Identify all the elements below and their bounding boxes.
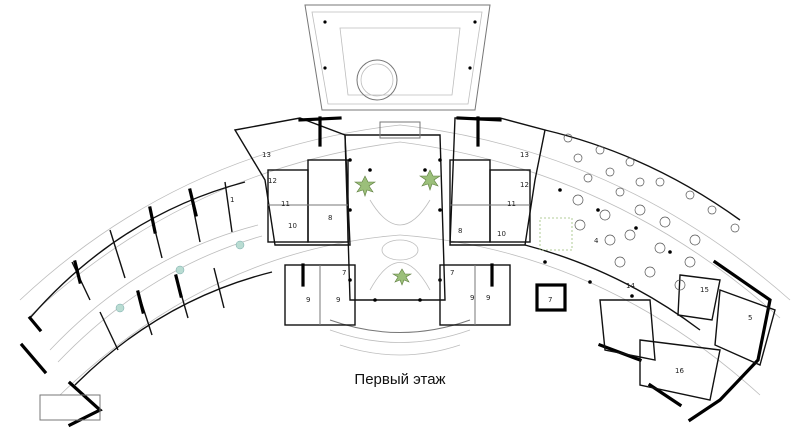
room-labels: 13 12 11 10 8 7 9 9 13 12 11 10 8 7 9 9 … (230, 151, 752, 375)
room-label-10-right: 10 (497, 230, 506, 238)
right-inner-block (439, 116, 546, 326)
room-label-9b-right: 9 (486, 294, 490, 302)
left-inner-block (233, 116, 356, 326)
room-label-8-left: 8 (328, 214, 332, 222)
room-label-12-left: 12 (268, 177, 277, 185)
right-restaurant-wing (524, 129, 776, 423)
room-label-9b-left: 9 (336, 296, 340, 304)
room-label-11-right: 11 (507, 200, 516, 208)
room-label-11-left: 11 (281, 200, 290, 208)
room-label-7-east: 7 (548, 296, 552, 304)
room-label-9a-left: 9 (306, 296, 310, 304)
room-label-14: 14 (626, 282, 635, 290)
floor-caption: Первый этаж (354, 371, 446, 388)
room-label-1: 1 (230, 196, 234, 204)
room-label-4: 4 (594, 237, 599, 245)
room-label-16: 16 (675, 367, 684, 375)
room-label-7-right: 7 (450, 269, 454, 277)
entrance-forecourt (304, 4, 491, 111)
room-label-13-right: 13 (520, 151, 529, 159)
room-label-12-right: 12 (520, 181, 529, 189)
room-label-8-right: 8 (458, 227, 462, 235)
left-room-wing (19, 181, 273, 428)
room-label-9a-right: 9 (470, 294, 474, 302)
room-label-13-left: 13 (262, 151, 271, 159)
central-lobby (329, 121, 471, 356)
room-label-7-left: 7 (342, 269, 346, 277)
room-label-10-left: 10 (288, 222, 297, 230)
room-label-15: 15 (700, 286, 709, 294)
room-label-5: 5 (748, 314, 752, 322)
